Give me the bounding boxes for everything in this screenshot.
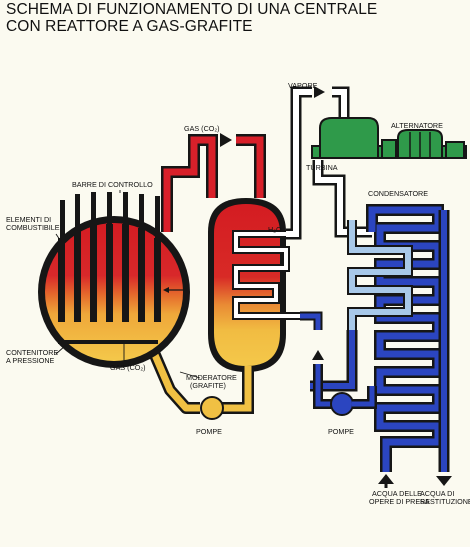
acqua-presa-label-2: OPERE DI PRESA <box>369 497 430 506</box>
vapore-label: VAPORE <box>288 81 318 90</box>
fuel-elements <box>58 224 161 322</box>
page-title: SCHEMA DI FUNZIONAMENTO DI UNA CENTRALE … <box>6 1 377 35</box>
gas-co2-top-label: GAS (CO₂) <box>184 124 220 133</box>
hot-gas-pipe <box>161 133 266 232</box>
leader-lines <box>55 190 201 379</box>
control-rods <box>60 192 160 242</box>
elementi-label-2: COMBUSTIBILE <box>6 223 60 232</box>
labels: VAPORE ALTERNATORE GAS (CO₂) TURBINA BAR… <box>6 81 470 506</box>
contenitore-label-2: A PRESSIONE <box>6 356 55 365</box>
intake-arrow-icon <box>378 474 394 484</box>
feedwater-loop <box>313 364 377 416</box>
steam-flow-arrow-icon <box>314 86 325 98</box>
barre-di-controllo-label: BARRE DI CONTROLLO <box>72 180 153 189</box>
contenitore-label-1: CONTENITORE <box>6 348 58 357</box>
moderatore-label-2: (GRAFITE) <box>190 381 226 390</box>
title-line-2: CON REATTORE A GAS-GRAFITE <box>6 18 253 35</box>
gas-return-loop <box>146 345 254 420</box>
h2o-label: H₂O <box>268 225 282 234</box>
title-line-1: SCHEMA DI FUNZIONAMENTO DI UNA CENTRALE <box>6 1 378 18</box>
condensatore-label: CONDENSATORE <box>368 189 428 198</box>
acqua-restituzione-label-1: ACQUA DI <box>420 489 454 498</box>
acqua-presa-label-1: ACQUA DELLE <box>372 489 422 498</box>
alternatore-label: ALTERNATORE <box>391 121 443 130</box>
elementi-label-1: ELEMENTI DI <box>6 215 51 224</box>
turbina-label: TURBINA <box>306 163 338 172</box>
acqua-restituzione-label-2: RESTITUZIONE <box>420 497 470 506</box>
condenser <box>310 204 450 472</box>
discharge-arrow-icon <box>436 476 452 486</box>
turbine-alternator <box>311 117 467 159</box>
moderatore-label-1: MODERATORE <box>186 373 237 382</box>
reactor <box>38 192 190 368</box>
gas-co2-bottom-label: GAS (CO₂) <box>110 363 146 372</box>
steam-pipe <box>286 86 372 240</box>
water-arrows <box>378 474 452 488</box>
right-pump <box>330 392 354 416</box>
pompe-left-label: POMPE <box>196 427 222 436</box>
gas-flow-arrow-icon <box>220 133 232 147</box>
pompe-right-label: POMPE <box>328 427 354 436</box>
left-pump <box>200 396 224 420</box>
turbine <box>319 117 379 159</box>
steam-generator: H₂O <box>208 198 324 372</box>
feedwater-arrow-icon <box>312 350 324 360</box>
